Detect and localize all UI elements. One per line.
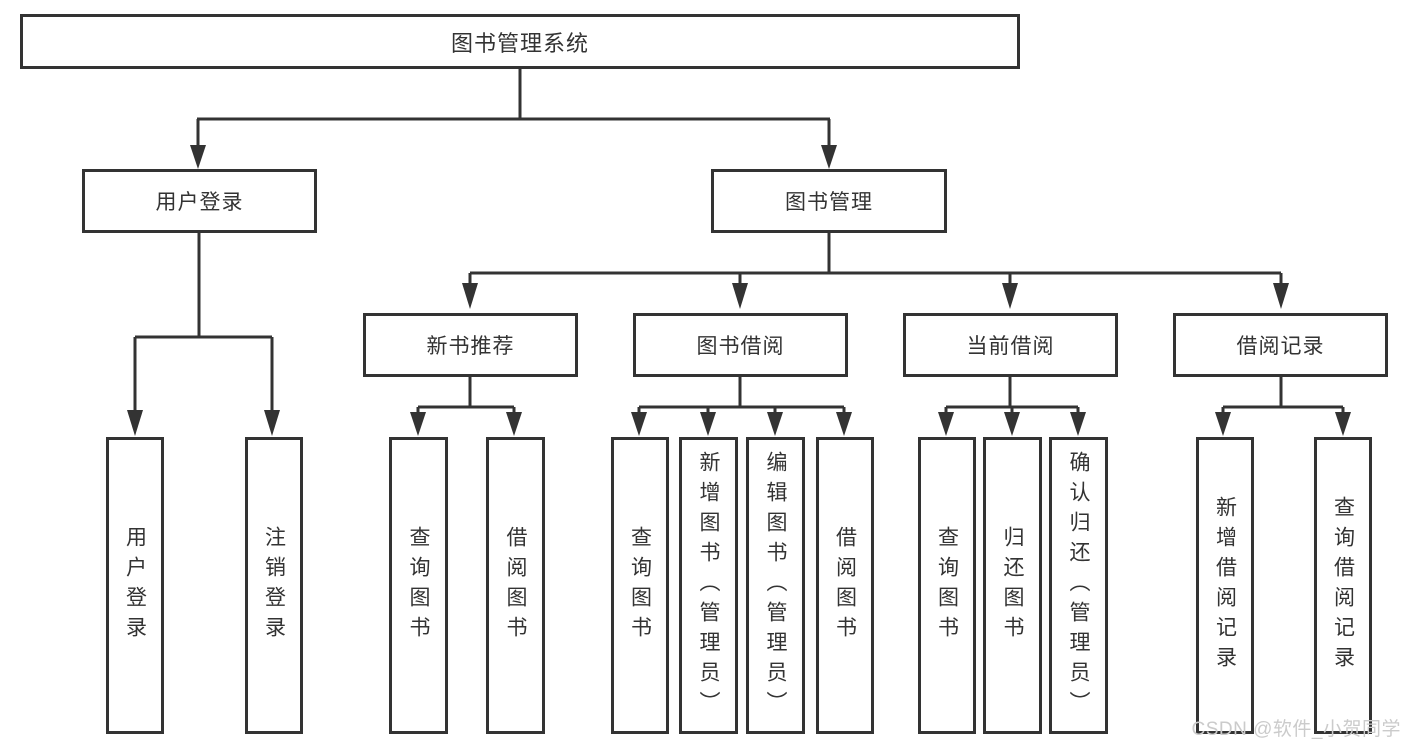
connector-root-to-level2	[190, 69, 837, 169]
leaf-query-books-recommend: 查询图书	[389, 437, 448, 734]
leaf-borrow-books-recommend: 借阅图书	[486, 437, 545, 734]
leaf-add-borrow-record: 新增借阅记录	[1196, 437, 1254, 734]
node-root: 图书管理系统	[20, 14, 1020, 69]
connector-currentborrow-to-leaves	[938, 377, 1086, 436]
leaf-edit-books-admin: 编辑图书（管理员）	[746, 437, 805, 734]
node-book-management: 图书管理	[711, 169, 947, 233]
node-book-borrow: 图书借阅	[633, 313, 848, 377]
connector-userlogin-to-leaves	[127, 233, 280, 436]
leaf-return-books: 归还图书	[983, 437, 1042, 734]
connector-bookborrow-to-leaves	[631, 377, 852, 436]
node-current-borrow: 当前借阅	[903, 313, 1118, 377]
node-new-book-recommend: 新书推荐	[363, 313, 578, 377]
leaf-query-books-borrow: 查询图书	[611, 437, 669, 734]
leaf-confirm-return-admin: 确认归还（管理员）	[1049, 437, 1108, 734]
leaf-logout: 注销登录	[245, 437, 303, 734]
leaf-query-books-current: 查询图书	[918, 437, 976, 734]
leaf-borrow-books-borrow: 借阅图书	[816, 437, 874, 734]
leaf-query-borrow-record: 查询借阅记录	[1314, 437, 1372, 734]
csdn-watermark: CSDN @软件_小贺同学	[1191, 719, 1401, 740]
leaf-add-books-admin: 新增图书（管理员）	[679, 437, 738, 734]
leaf-user-login: 用户登录	[106, 437, 164, 734]
connector-bookmgmt-to-level3	[462, 233, 1289, 309]
node-borrow-records: 借阅记录	[1173, 313, 1388, 377]
connector-newbook-to-leaves	[410, 377, 522, 436]
node-user-login: 用户登录	[82, 169, 317, 233]
connector-records-to-leaves	[1215, 377, 1351, 436]
